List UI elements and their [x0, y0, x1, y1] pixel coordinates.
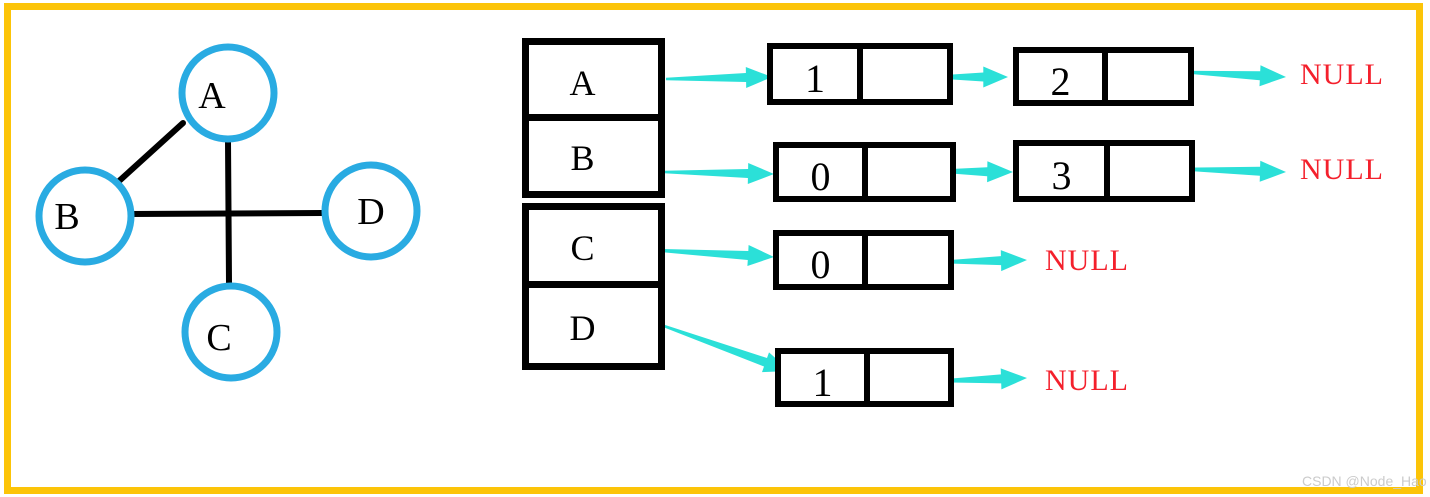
graph-node-circle-b [35, 166, 135, 266]
pointer-arrows-group [651, 65, 1286, 390]
arrow-b-node1-to-null [1178, 160, 1286, 182]
node-pointer-field [868, 236, 948, 284]
graph-node-circle-d [321, 161, 421, 261]
graph-node-circle-c [181, 282, 281, 382]
node-divider [1104, 146, 1110, 196]
array-cell-d: D [522, 281, 665, 370]
watermark: CSDN @Node_Hao [1302, 473, 1427, 489]
array-cell-label-d: D [569, 307, 596, 348]
list-node-value: 2 [1050, 58, 1071, 104]
node-divider [862, 236, 868, 284]
node-pointer-field [870, 354, 948, 401]
arrow-array-d-to-node [663, 324, 790, 373]
list-node-b-1: 3 [1013, 140, 1195, 202]
arrow-array-c-to-node [651, 245, 774, 266]
array-cell-label-c: C [570, 227, 595, 268]
array-cell-a: A [522, 38, 665, 123]
graph-node-circle-a [178, 43, 278, 143]
null-terminator-b: NULL [1300, 153, 1384, 186]
node-pointer-field [868, 148, 950, 196]
list-node-b-0: 0 [773, 142, 956, 202]
arrow-a-node1-to-null [1182, 65, 1286, 87]
graph-node-label-d: D [357, 191, 385, 233]
node-pointer-field [863, 49, 947, 99]
node-pointer-field [1108, 53, 1188, 100]
arrow-a-node0-to-node1 [933, 66, 1008, 88]
null-terminator-a: NULL [1300, 58, 1384, 91]
list-node-a-1: 2 [1013, 47, 1194, 106]
graph-edge-a-b [115, 120, 186, 185]
list-node-value: 0 [810, 242, 831, 287]
arrow-c-node0-to-null [940, 250, 1027, 272]
graph-edge-b-d [128, 210, 325, 217]
array-cell-label-b: B [570, 138, 595, 178]
list-node-c-0: 0 [773, 230, 954, 290]
arrow-array-b-to-node [664, 163, 774, 184]
array-cell-label-a: A [569, 62, 596, 103]
arrow-d-node0-to-null [937, 368, 1027, 390]
node-divider [862, 148, 868, 196]
arrow-array-a-to-node [666, 67, 772, 88]
array-cell-b: B [522, 114, 665, 198]
null-terminator-c: NULL [1045, 244, 1129, 277]
arrow-b-node0-to-node1 [935, 161, 1013, 183]
list-node-d-0: 1 [775, 348, 954, 407]
array-cell-c: C [522, 203, 665, 288]
node-divider [864, 354, 870, 401]
list-node-value: 3 [1051, 153, 1072, 198]
list-node-value: 1 [812, 359, 833, 405]
list-node-value: 0 [810, 154, 831, 199]
node-divider [1102, 53, 1108, 100]
graph-node-label-b: B [54, 196, 80, 238]
list-node-value: 1 [805, 56, 825, 101]
graph-node-label-a: A [198, 75, 226, 117]
node-pointer-field [1110, 146, 1189, 196]
graph-node-label-c: C [206, 317, 232, 359]
list-node-a-0: 1 [767, 43, 953, 105]
node-divider [857, 49, 863, 99]
null-terminator-d: NULL [1045, 364, 1129, 397]
